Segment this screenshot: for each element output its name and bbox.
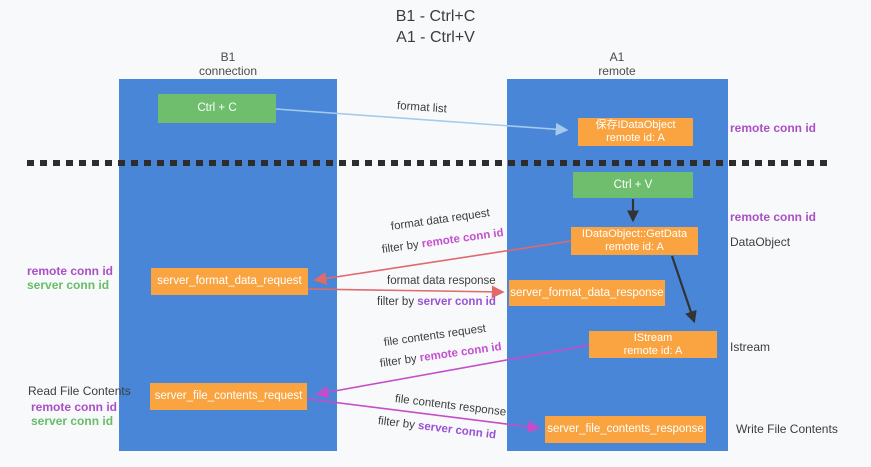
- filter-by-text: filter by: [381, 238, 420, 256]
- server-format-data-response-label: server_format_data_response: [510, 286, 664, 299]
- format-data-request-label: format data request: [390, 207, 491, 233]
- server-conn-id-inline: server conn id: [417, 296, 496, 308]
- format-list-label: format list: [396, 100, 448, 116]
- dataobject-label: DataObject: [730, 235, 791, 249]
- save-idataobject-box: 保存IDataObject remote id: A: [578, 118, 693, 146]
- remote-conn-id-right-2: remote conn id: [730, 210, 817, 224]
- remote-conn-id-left-2: remote conn id: [31, 400, 118, 414]
- server-file-contents-response-box: server_file_contents_response: [545, 416, 706, 443]
- remote-conn-id-left-1: remote conn id: [27, 264, 114, 278]
- ctrl-v-box: Ctrl + V: [573, 172, 693, 198]
- column-header-b1-name: B1: [220, 50, 236, 64]
- remote-conn-id-right-1: remote conn id: [730, 121, 817, 135]
- title-line-1: B1 - Ctrl+C: [395, 8, 476, 25]
- write-file-contents-label: Write File Contents: [736, 422, 838, 436]
- format-data-response-label: format data response: [387, 275, 496, 287]
- filter-by-text: filter by: [379, 352, 418, 370]
- filter-by-server-2: filter by server conn id: [377, 415, 496, 441]
- ctrl-c-label: Ctrl + C: [197, 102, 237, 114]
- istream-box: IStream remote id: A: [589, 331, 717, 358]
- filter-by-text: filter by: [377, 415, 416, 432]
- server-conn-id-left-2: server conn id: [31, 414, 114, 428]
- getdata-box: IDataObject::GetData remote id: A: [571, 227, 698, 255]
- save-idataobject-line1: 保存IDataObject: [595, 119, 676, 131]
- read-file-contents-label: Read File Contents: [28, 384, 131, 398]
- server-conn-id-inline: server conn id: [417, 419, 497, 442]
- column-header-b1: B1 connection: [169, 50, 287, 78]
- diagram-title: B1 - Ctrl+C A1 - Ctrl+V: [0, 6, 871, 48]
- server-file-contents-request-box: server_file_contents_request: [150, 383, 307, 410]
- getdata-line2: remote id: A: [605, 241, 664, 253]
- server-format-data-request-box: server_format_data_request: [151, 268, 308, 295]
- remote-conn-id-inline: remote conn id: [421, 226, 505, 251]
- file-contents-response-label: file contents response: [394, 393, 507, 419]
- istream-side-label: Istream: [730, 340, 771, 354]
- server-conn-id-left-1: server conn id: [27, 278, 110, 292]
- server-file-contents-response-label: server_file_contents_response: [547, 423, 704, 435]
- ctrl-c-box: Ctrl + C: [158, 94, 276, 123]
- title-line-2: A1 - Ctrl+V: [396, 29, 475, 46]
- save-idataobject-line2: remote id: A: [606, 132, 665, 144]
- istream-box-line1: IStream: [633, 331, 673, 344]
- getdata-line1: IDataObject::GetData: [581, 228, 688, 240]
- filter-by-text: filter by: [377, 296, 415, 308]
- server-format-data-request-label: server_format_data_request: [157, 275, 302, 287]
- format-data-response-arrow: [307, 285, 505, 299]
- server-format-data-response-box: server_format_data_response: [509, 280, 665, 306]
- column-header-a1-name: A1: [609, 50, 625, 64]
- remote-conn-id-inline: remote conn id: [419, 340, 503, 365]
- column-header-a1: A1 remote: [558, 50, 676, 78]
- server-file-contents-request-label: server_file_contents_request: [154, 390, 303, 402]
- column-header-a1-sub: remote: [598, 64, 636, 78]
- ctrl-v-label: Ctrl + V: [613, 178, 653, 191]
- filter-by-server-1: filter by server conn id: [377, 296, 496, 308]
- column-header-b1-sub: connection: [198, 64, 258, 78]
- istream-box-line2: remote id: A: [623, 344, 683, 357]
